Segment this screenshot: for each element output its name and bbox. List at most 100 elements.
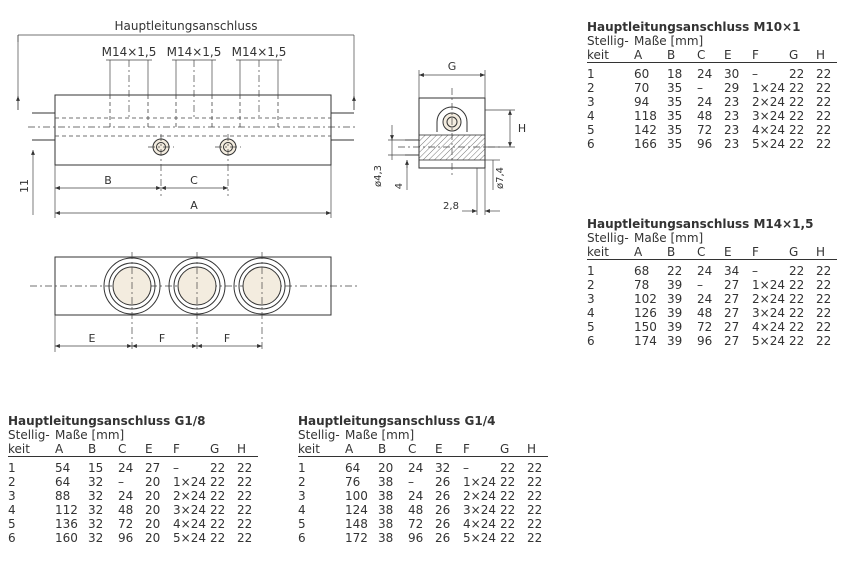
table-cell: – bbox=[697, 278, 703, 292]
table-cell: 22 bbox=[816, 320, 832, 334]
table-cell: 94 bbox=[634, 95, 650, 109]
table-cell: 39 bbox=[667, 334, 683, 348]
table-cell: 35 bbox=[667, 109, 683, 123]
row-index-cell: 2 bbox=[587, 278, 595, 292]
row-index-cell: 5 bbox=[8, 517, 16, 531]
table-cell: 24 bbox=[697, 67, 713, 81]
header-stell: Stellig- bbox=[587, 231, 629, 245]
dim-A: A bbox=[190, 199, 198, 212]
table-cell: – bbox=[408, 475, 414, 489]
table-cell: 26 bbox=[435, 489, 451, 503]
table-header: Stellig- keit Maße [mm] A B C E F G H bbox=[587, 231, 837, 260]
col-header: B bbox=[667, 245, 676, 259]
table-cell: 26 bbox=[435, 503, 451, 517]
table-cell: 22 bbox=[527, 531, 543, 545]
table-cell: 22 bbox=[500, 461, 516, 475]
col-header: G bbox=[210, 442, 220, 456]
table-cell: 1×24 bbox=[173, 475, 206, 489]
header-masse: Maße [mm] bbox=[634, 34, 704, 48]
table-cell: 22 bbox=[789, 306, 805, 320]
table-cell: 22 bbox=[816, 123, 832, 137]
thread-label: M14×1,5 bbox=[102, 45, 157, 59]
table-cell: 96 bbox=[697, 334, 713, 348]
table-cell: 22 bbox=[237, 531, 253, 545]
table-cell: 2×24 bbox=[752, 292, 785, 306]
table-cell: 35 bbox=[667, 81, 683, 95]
table-cell: 15 bbox=[88, 461, 104, 475]
table-cell: 124 bbox=[345, 503, 368, 517]
row-index-cell: 5 bbox=[587, 123, 595, 137]
table-cell: 24 bbox=[118, 461, 134, 475]
col-header: E bbox=[435, 442, 443, 456]
table-cell: 48 bbox=[118, 503, 134, 517]
dim-B: B bbox=[104, 174, 112, 187]
table-cell: 20 bbox=[145, 517, 161, 531]
table-m14: Hauptleitungsanschluss M14×1,5 Stellig- … bbox=[587, 217, 837, 348]
table-cell: 22 bbox=[816, 95, 832, 109]
table-cell: 1×24 bbox=[463, 475, 496, 489]
table-cell: 174 bbox=[634, 334, 657, 348]
table-cell: 23 bbox=[724, 123, 740, 137]
table-cell: 172 bbox=[345, 531, 368, 545]
dim-E: E bbox=[89, 332, 96, 345]
dim-F: F bbox=[159, 332, 165, 345]
table-cell: 22 bbox=[789, 292, 805, 306]
table-cell: 38 bbox=[378, 475, 394, 489]
col-header: C bbox=[697, 245, 706, 259]
table-cell: 30 bbox=[724, 67, 740, 81]
dim-d43: ø4,3 bbox=[373, 165, 384, 187]
table-cell: 22 bbox=[816, 67, 832, 81]
table-cell: 27 bbox=[724, 306, 740, 320]
table-cell: – bbox=[463, 461, 469, 475]
table-cell: – bbox=[752, 67, 758, 81]
table-cell: 96 bbox=[118, 531, 134, 545]
row-index-cell: 6 bbox=[587, 334, 595, 348]
row-index-cell: 3 bbox=[8, 489, 16, 503]
col-header: C bbox=[697, 48, 706, 62]
col-header: H bbox=[527, 442, 537, 456]
table-cell: – bbox=[752, 264, 758, 278]
table-cell: 38 bbox=[378, 517, 394, 531]
table-cell: 112 bbox=[55, 503, 78, 517]
table-cell: 22 bbox=[816, 264, 832, 278]
col-header: A bbox=[634, 245, 643, 259]
table-cell: 22 bbox=[500, 475, 516, 489]
table-cell: 24 bbox=[697, 264, 713, 278]
table-cell: 20 bbox=[145, 531, 161, 545]
table-cell: 22 bbox=[789, 278, 805, 292]
table-cell: 34 bbox=[724, 264, 740, 278]
table-g14: Hauptleitungsanschluss G1/4 Stellig- kei… bbox=[298, 414, 548, 545]
col-header: A bbox=[634, 48, 643, 62]
table-cell: 160 bbox=[55, 531, 78, 545]
header-masse: Maße [mm] bbox=[345, 428, 415, 442]
table-cell: 100 bbox=[345, 489, 368, 503]
table-cell: 88 bbox=[55, 489, 71, 503]
table-cell: 26 bbox=[435, 475, 451, 489]
table-cell: 27 bbox=[724, 292, 740, 306]
table-cell: 32 bbox=[88, 531, 104, 545]
header-keit: keit bbox=[587, 245, 609, 259]
thread-label: M14×1,5 bbox=[167, 45, 222, 59]
table-cell: 5×24 bbox=[752, 137, 785, 151]
table-cell: 4×24 bbox=[173, 517, 206, 531]
thread-label: M14×1,5 bbox=[232, 45, 287, 59]
row-index-cell: 5 bbox=[587, 320, 595, 334]
table-cell: 22 bbox=[789, 334, 805, 348]
dim-G: G bbox=[448, 60, 457, 73]
table-cell: 22 bbox=[816, 306, 832, 320]
table-cell: 27 bbox=[724, 320, 740, 334]
header-stell: Stellig- bbox=[298, 428, 340, 442]
table-cell: 148 bbox=[345, 517, 368, 531]
table-cell: – bbox=[173, 461, 179, 475]
table-cell: 39 bbox=[667, 292, 683, 306]
table-cell: 35 bbox=[667, 95, 683, 109]
col-header: F bbox=[752, 48, 759, 62]
table-title: Hauptleitungsanschluss M14×1,5 bbox=[587, 217, 814, 231]
table-title: Hauptleitungsanschluss G1/8 bbox=[8, 414, 206, 428]
